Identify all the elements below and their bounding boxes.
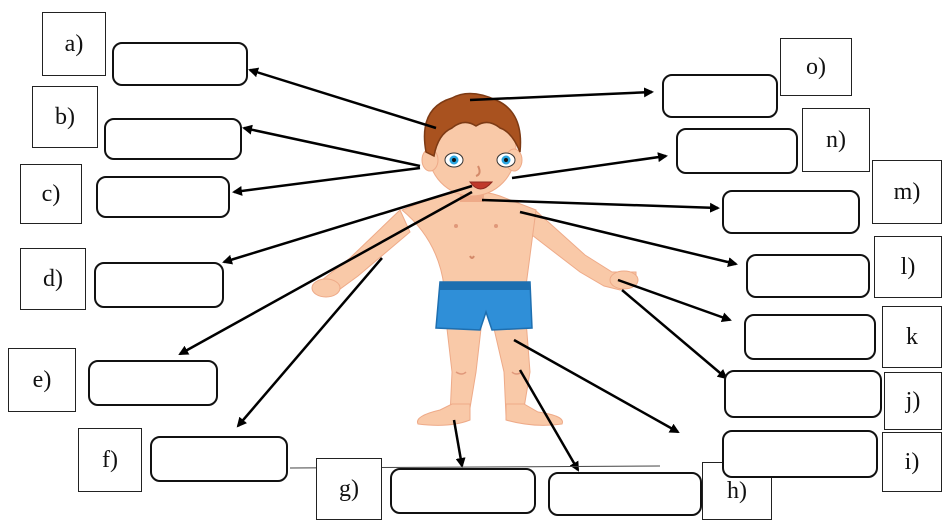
- label-m: m): [872, 160, 942, 224]
- answer-box-l[interactable]: [746, 254, 870, 298]
- label-l: l): [874, 236, 942, 298]
- arrow-f: [236, 257, 383, 428]
- answer-box-f[interactable]: [150, 436, 288, 482]
- answer-box-h[interactable]: [548, 472, 702, 516]
- knee-left: [455, 371, 467, 375]
- answer-box-n[interactable]: [676, 128, 798, 174]
- answer-box-c[interactable]: [96, 176, 230, 218]
- answer-box-e[interactable]: [88, 360, 218, 406]
- label-o: o): [780, 38, 852, 96]
- answer-box-k[interactable]: [744, 314, 876, 360]
- answer-box-o[interactable]: [662, 74, 778, 118]
- label-e: e): [8, 348, 76, 412]
- arrow-m: [481, 198, 720, 213]
- left-foot: [416, 403, 471, 426]
- shorts: [435, 281, 533, 331]
- arrow-i: [513, 338, 680, 434]
- answer-box-i[interactable]: [722, 430, 878, 478]
- label-j: j): [884, 372, 942, 430]
- belly-button: [469, 255, 475, 259]
- arrow-b: [242, 124, 421, 168]
- arrow-g: [452, 419, 466, 468]
- arrow-e: [178, 190, 473, 356]
- mouth: [469, 181, 494, 190]
- arrow-n: [511, 152, 668, 180]
- label-f: f): [78, 428, 142, 492]
- arrow-k: [617, 278, 732, 323]
- label-k: k: [882, 306, 942, 368]
- answer-box-d[interactable]: [94, 262, 224, 308]
- left-pupil: [452, 158, 456, 162]
- label-g: g): [316, 458, 382, 520]
- arrow-h: [518, 369, 580, 472]
- nipple-right: [494, 224, 498, 228]
- shorts-waistband: [440, 282, 530, 290]
- answer-box-a[interactable]: [112, 42, 248, 86]
- arrow-a: [248, 67, 437, 130]
- nose: [475, 165, 481, 177]
- arrow-l: [519, 210, 738, 267]
- arrow-c: [232, 166, 421, 196]
- label-b: b): [32, 86, 98, 148]
- label-a: a): [42, 12, 106, 76]
- arrow-d: [222, 184, 473, 265]
- hair: [423, 92, 522, 158]
- label-i: i): [882, 432, 942, 492]
- left-hand: [311, 278, 341, 298]
- label-c: c): [20, 164, 82, 224]
- answer-box-j[interactable]: [724, 370, 882, 418]
- answer-box-b[interactable]: [104, 118, 242, 160]
- label-n: n): [802, 108, 870, 172]
- answer-box-m[interactable]: [722, 190, 860, 234]
- arrow-o: [469, 87, 654, 102]
- right-pupil: [504, 158, 508, 162]
- boy-figure: [311, 92, 639, 426]
- label-d: d): [20, 248, 86, 310]
- arrow-j: [621, 289, 728, 380]
- nipple-left: [454, 224, 458, 228]
- answer-box-g[interactable]: [390, 468, 536, 514]
